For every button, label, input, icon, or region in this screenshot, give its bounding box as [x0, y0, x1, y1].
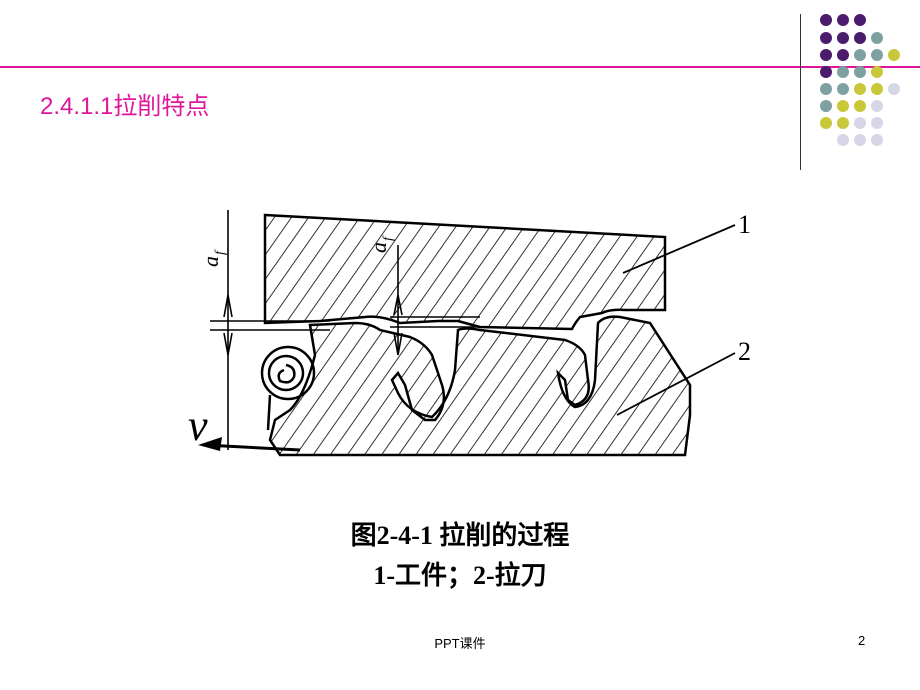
slide-title: 2.4.1.1拉削特点: [40, 93, 210, 120]
workpiece-part: [263, 213, 667, 331]
decorative-dot-grid: [820, 14, 900, 146]
footer-text: PPT课件: [434, 636, 486, 651]
label-workpiece-number: 1: [738, 210, 751, 239]
page-number: 2: [858, 633, 866, 648]
label-broach-number: 2: [738, 337, 751, 366]
label-af-left-sub: f: [213, 249, 228, 255]
cut-thickness-marks: [210, 210, 480, 450]
velocity-arrow: [198, 437, 301, 452]
label-feed-right: a f: [366, 235, 396, 253]
accent-horizontal-line: [0, 66, 920, 68]
chip-curl: [260, 345, 316, 431]
label-af-right: a: [366, 242, 391, 253]
broaching-process-figure: 1 2 v a f a f: [188, 210, 751, 457]
label-feed-left: a f: [198, 249, 228, 267]
leader-lines: [616, 224, 736, 416]
broach-tool-part: [268, 315, 692, 457]
label-af-left: a: [198, 256, 223, 267]
label-velocity: v: [188, 401, 208, 450]
decor-vertical-line: [800, 14, 801, 170]
figure-caption-legend: 1-工件；2-拉刀: [373, 561, 547, 590]
label-af-right-sub: f: [381, 235, 396, 241]
figure-caption-title: 图2-4-1 拉削的过程: [350, 521, 570, 550]
